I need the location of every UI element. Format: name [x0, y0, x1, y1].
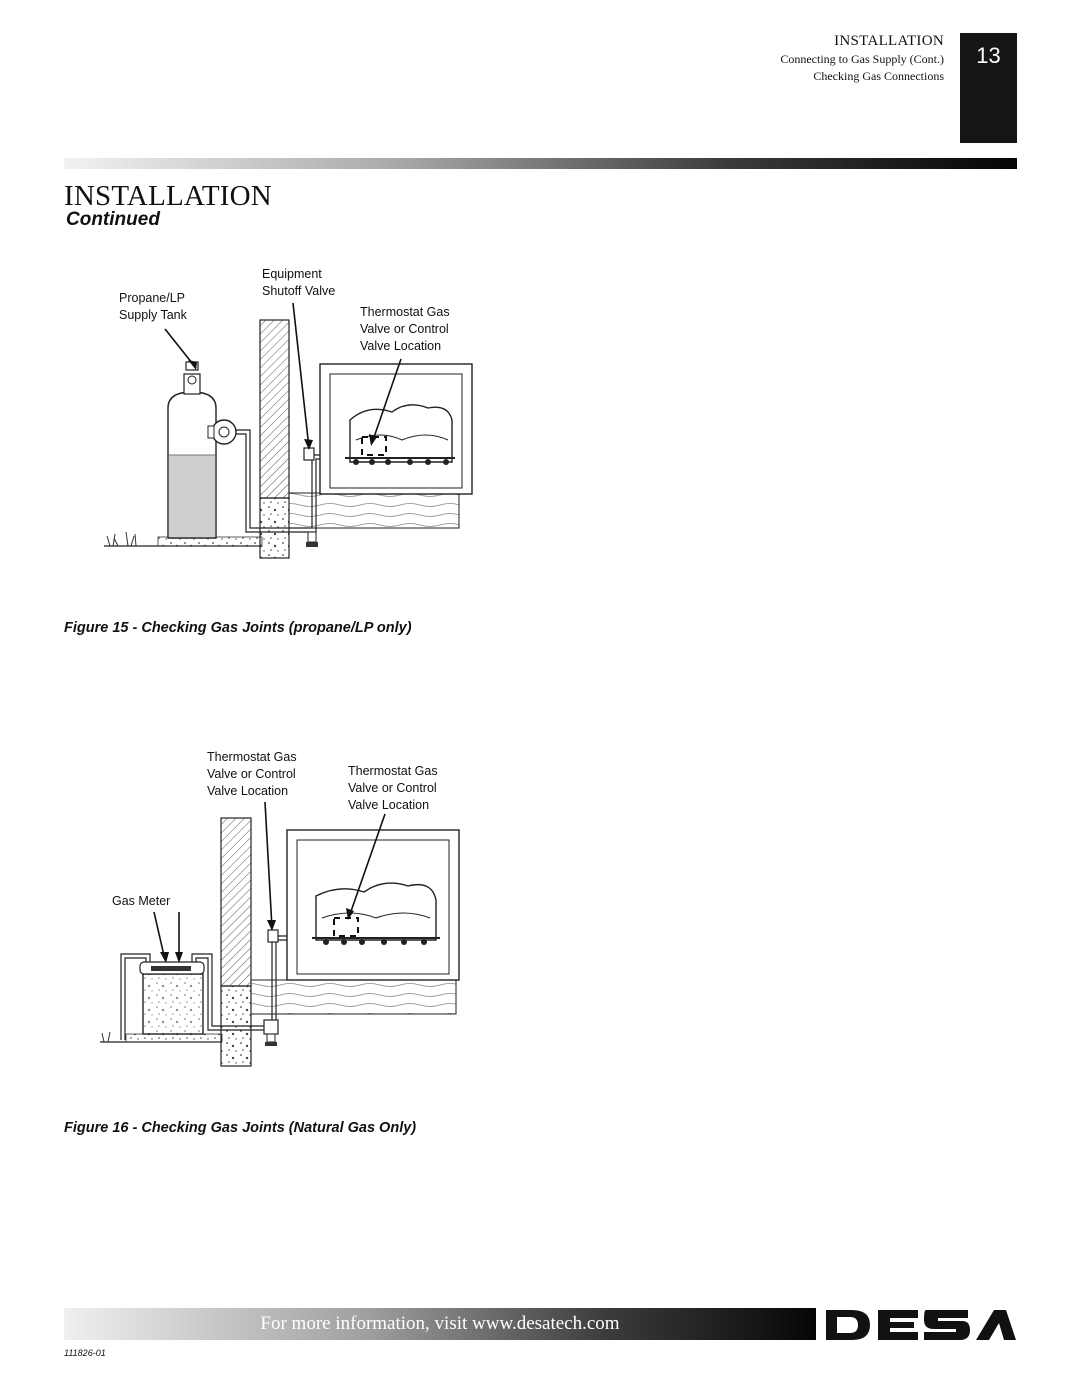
figure-15-diagram: [104, 302, 473, 559]
fireplace-icon: [286, 829, 460, 981]
header-rule: [64, 158, 1017, 169]
label-shutoff-valve: Equipment Shutoff Valve: [262, 266, 335, 300]
grass-icon: [106, 531, 137, 547]
regulator-icon: [207, 419, 237, 445]
grass-icon: [101, 1031, 111, 1043]
page-number-tab: 13: [960, 33, 1017, 143]
label-line: Valve Location: [207, 784, 289, 798]
label-line: Shutoff Valve: [262, 284, 336, 298]
label-propane-tank: Propane/LP Supply Tank: [119, 290, 187, 324]
label-line: Thermostat Gas: [348, 764, 438, 778]
shutoff-valve-icon: [263, 929, 279, 1046]
footer-bar: [64, 1308, 816, 1340]
figure-15-caption: Figure 15 - Checking Gas Joints (propane…: [64, 620, 412, 636]
running-header-line-1: Connecting to Gas Supply (Cont.): [780, 52, 944, 66]
label-line: Valve or Control: [348, 781, 437, 795]
label-line: Propane/LP: [119, 291, 186, 305]
label-line: Equipment: [262, 267, 322, 281]
label-line: Valve Location: [360, 339, 442, 353]
label-line: Thermostat Gas: [360, 305, 450, 319]
label-line: Valve or Control: [360, 322, 449, 336]
section-title: INSTALLATION: [64, 180, 272, 212]
label-line: Valve Location: [348, 798, 430, 812]
label-line: Thermostat Gas: [207, 750, 297, 764]
label-line: Supply Tank: [119, 308, 187, 322]
label-thermostat-valve-right: Thermostat Gas Valve or Control Valve Lo…: [348, 763, 438, 814]
fireplace-icon: [319, 363, 473, 495]
section-subtitle: Continued: [66, 209, 160, 230]
footer-website-link[interactable]: For more information, visit www.desatech…: [260, 1313, 620, 1334]
figure-16-diagram: [100, 801, 460, 1067]
label-thermostat-valve: Thermostat Gas Valve or Control Valve Lo…: [360, 304, 450, 355]
label-thermostat-valve-left: Thermostat Gas Valve or Control Valve Lo…: [207, 749, 297, 800]
running-header-section: INSTALLATION: [834, 33, 944, 49]
page-number: 13: [976, 43, 1001, 68]
label-gas-meter: Gas Meter: [112, 894, 171, 908]
label-line: Valve or Control: [207, 767, 296, 781]
gas-meter-icon: [139, 961, 205, 1035]
desa-logo-icon: [826, 1310, 1016, 1340]
document-number: 111826-01: [64, 1348, 106, 1358]
figure-16-caption: Figure 16 - Checking Gas Joints (Natural…: [64, 1120, 417, 1136]
propane-tank-icon: [167, 361, 217, 539]
running-header-line-2: Checking Gas Connections: [813, 69, 944, 83]
